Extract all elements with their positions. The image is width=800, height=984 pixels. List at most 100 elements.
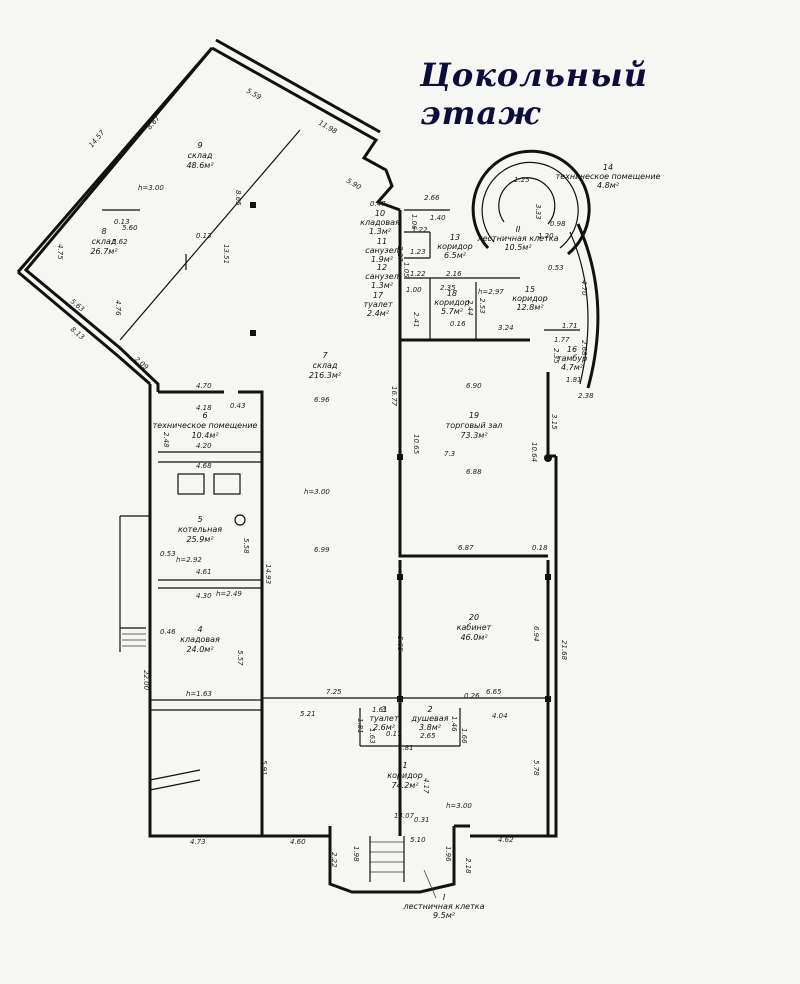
svg-text:2: 2	[427, 705, 432, 714]
svg-text:15: 15	[525, 285, 535, 294]
svg-text:1.81: 1.81	[566, 376, 582, 384]
stair-leader-line	[423, 869, 437, 899]
dimension-label: 7.3	[444, 450, 455, 458]
svg-text:16: 16	[567, 345, 577, 354]
svg-text:4.75: 4.75	[56, 244, 64, 260]
svg-text:2.48: 2.48	[162, 432, 170, 448]
svg-text:6.65: 6.65	[486, 688, 502, 696]
svg-text:h=3.00: h=3.00	[446, 802, 472, 810]
svg-text:6: 6	[202, 411, 207, 420]
svg-text:2.53: 2.53	[478, 298, 486, 314]
svg-text:склад: склад	[188, 151, 213, 160]
svg-text:санузел: санузел	[365, 246, 399, 255]
svg-text:7: 7	[322, 351, 328, 360]
svg-text:7.25: 7.25	[326, 688, 342, 696]
svg-text:26.7м²: 26.7м²	[90, 247, 118, 256]
svg-text:котельная: котельная	[178, 525, 222, 534]
svg-text:8.65: 8.65	[234, 190, 242, 206]
svg-text:2.35: 2.35	[440, 284, 456, 292]
svg-text:1.22: 1.22	[412, 226, 428, 234]
svg-text:18: 18	[447, 289, 457, 298]
svg-text:14.93: 14.93	[264, 564, 272, 584]
svg-text:4.81: 4.81	[398, 744, 414, 752]
svg-text:1.98: 1.98	[352, 846, 360, 862]
svg-text:5.10: 5.10	[410, 836, 426, 844]
svg-text:46.0м²: 46.0м²	[460, 633, 488, 642]
svg-text:1.66: 1.66	[460, 728, 468, 744]
svg-text:0.31: 0.31	[414, 816, 430, 824]
svg-text:0.13: 0.13	[114, 218, 130, 226]
svg-text:2.41: 2.41	[412, 312, 420, 328]
svg-text:2.44: 2.44	[466, 300, 474, 316]
svg-text:16.77: 16.77	[390, 386, 398, 407]
svg-text:4.76: 4.76	[114, 300, 122, 316]
svg-text:4.70: 4.70	[196, 382, 212, 390]
svg-text:6.99: 6.99	[314, 546, 330, 554]
svg-text:2.66: 2.66	[424, 194, 440, 202]
svg-text:10.64: 10.64	[530, 442, 538, 462]
svg-text:2.6м²: 2.6м²	[373, 723, 396, 732]
svg-text:8: 8	[101, 227, 106, 236]
svg-text:13: 13	[450, 233, 460, 242]
svg-text:склад: склад	[92, 237, 117, 246]
svg-text:5.7м²: 5.7м²	[441, 307, 464, 316]
svg-text:17: 17	[373, 291, 384, 300]
svg-text:10.5м²: 10.5м²	[504, 243, 532, 252]
svg-text:4.04: 4.04	[492, 712, 508, 720]
svg-text:10.65: 10.65	[412, 434, 420, 455]
svg-text:1.61: 1.61	[372, 706, 388, 714]
svg-text:6.5м²: 6.5м²	[444, 251, 467, 260]
svg-text:2.38: 2.38	[578, 392, 594, 400]
svg-text:4.17: 4.17	[422, 778, 430, 794]
svg-text:санузел: санузел	[365, 272, 399, 281]
svg-text:6.96: 6.96	[314, 396, 330, 404]
svg-text:коридор: коридор	[434, 298, 470, 307]
svg-text:2.35: 2.35	[552, 348, 560, 364]
svg-text:туалет: туалет	[364, 300, 393, 309]
svg-text:5.58: 5.58	[242, 538, 250, 554]
svg-text:5.62: 5.62	[112, 238, 128, 246]
svg-text:14.07: 14.07	[394, 812, 415, 820]
svg-text:2.68: 2.68	[580, 340, 588, 356]
svg-text:h=2.49: h=2.49	[216, 590, 242, 598]
svg-text:12.8м²: 12.8м²	[516, 303, 544, 312]
svg-text:2.4м²: 2.4м²	[367, 309, 390, 318]
svg-text:склад: склад	[313, 361, 338, 370]
svg-text:техническое помещение: техническое помещение	[556, 172, 661, 181]
svg-text:1.96: 1.96	[444, 846, 452, 862]
svg-text:душевая: душевая	[411, 714, 449, 723]
svg-text:h=1.63: h=1.63	[186, 690, 212, 698]
svg-text:1: 1	[402, 761, 407, 770]
svg-text:5: 5	[197, 515, 202, 524]
svg-text:h=3.00: h=3.00	[304, 488, 330, 496]
svg-text:4.30: 4.30	[196, 592, 212, 600]
svg-text:74.2м²: 74.2м²	[391, 781, 419, 790]
svg-text:h=2.97: h=2.97	[478, 288, 504, 296]
svg-text:14.57: 14.57	[87, 128, 106, 149]
columns	[250, 202, 552, 702]
svg-text:3: 3	[381, 705, 386, 714]
svg-text:1.25: 1.25	[514, 176, 530, 184]
svg-text:лестничная клетка: лестничная клетка	[403, 902, 485, 911]
svg-text:0.26: 0.26	[464, 692, 480, 700]
dimension-labels: 14.57 8.67 5.59 11.98 5.90 4.75 5.63 8.1…	[56, 87, 594, 874]
svg-text:21.68: 21.68	[560, 640, 568, 661]
svg-text:4.68: 4.68	[196, 462, 212, 470]
svg-text:4.62: 4.62	[498, 836, 514, 844]
svg-text:2.16: 2.16	[446, 270, 462, 278]
